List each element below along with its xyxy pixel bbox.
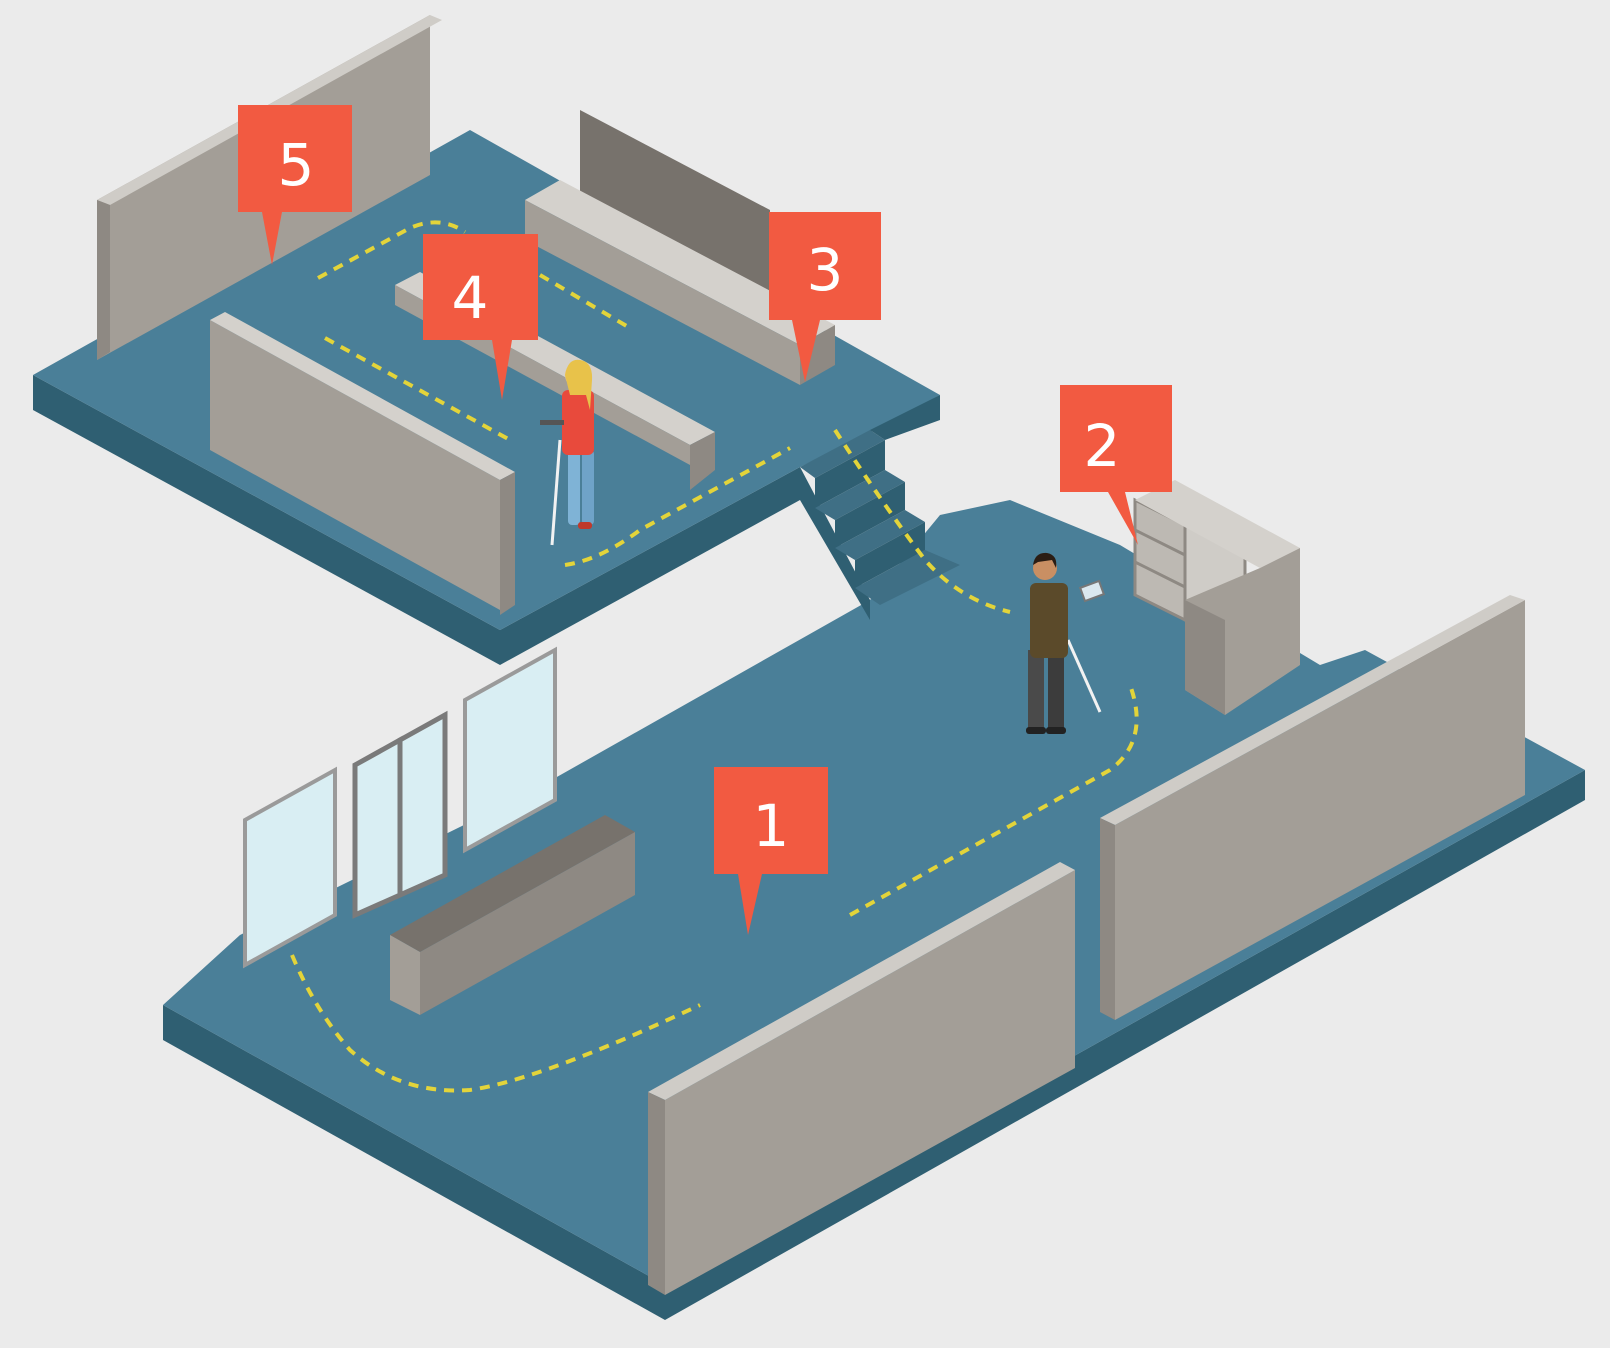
marker-2-label: 2 — [1084, 412, 1121, 480]
lower-floor — [163, 500, 1585, 1320]
marker-1-label: 1 — [753, 792, 790, 860]
marker-3-label: 3 — [807, 236, 844, 304]
marker-4-label: 4 — [452, 264, 489, 332]
marker-5-label: 5 — [278, 131, 315, 199]
